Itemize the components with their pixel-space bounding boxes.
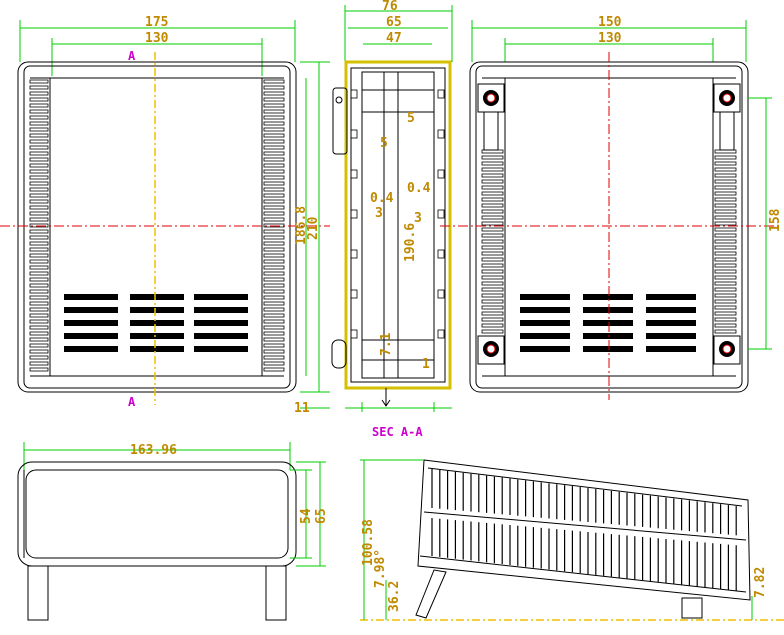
bottom-1: 1 (422, 357, 430, 372)
top-h-inner: 54 (299, 508, 314, 524)
rear-view: 150 130 (440, 15, 783, 400)
front-view: 175 130 A A (0, 15, 330, 409)
front-height-total: 210 (306, 216, 321, 240)
foot-dim: 11 (294, 401, 310, 416)
foot-height: 36.2 (387, 581, 402, 612)
screw-top-right (713, 83, 741, 151)
top-view: 163.96 54 65 (17, 442, 329, 621)
rib-5b: 5 (407, 111, 415, 126)
front-height-inner: 186.8 (294, 206, 309, 245)
front-width-inner: 130 (145, 31, 169, 46)
tilt-height: 100.58 (361, 519, 376, 566)
rib-5a: 5 (380, 136, 388, 151)
section-width-inner: 47 (386, 31, 402, 46)
wall-04b: 0.4 (407, 181, 431, 196)
section-width-outer: 76 (382, 0, 398, 14)
section-width-mid: 65 (386, 15, 402, 30)
section-inner-height: 190.6 (403, 223, 418, 262)
bottom-71: 7.1 (379, 332, 394, 356)
screw-top-left (477, 83, 505, 151)
section-title: SEC A-A (372, 425, 423, 439)
rear-width-inner: 130 (598, 31, 622, 46)
top-width: 163.96 (130, 443, 177, 458)
tilt-view: 100.58 7.98° 36.2 7.82 (360, 459, 784, 621)
slot-3a: 3 (375, 206, 383, 221)
screw-bottom-right (713, 335, 741, 365)
section-mark-top: A (128, 49, 136, 63)
tilt-offset: 7.82 (753, 567, 768, 598)
front-width-outer: 175 (145, 15, 168, 30)
front-height-dims: 210 186.8 11 (294, 61, 330, 416)
rear-height: 158 (768, 208, 783, 232)
screw-bottom-left (477, 335, 505, 365)
top-h-outer: 65 (314, 508, 329, 524)
rear-width-outer: 150 (598, 15, 622, 30)
tilt-angle: 7.98° (373, 549, 388, 588)
wall-04a: 0.4 (370, 191, 394, 206)
section-mark-bottom: A (128, 395, 136, 409)
section-view: 76 65 47 5 5 0.4 0.4 3 3 190.6 7.1 1 (331, 0, 453, 439)
slot-3b: 3 (414, 211, 422, 226)
